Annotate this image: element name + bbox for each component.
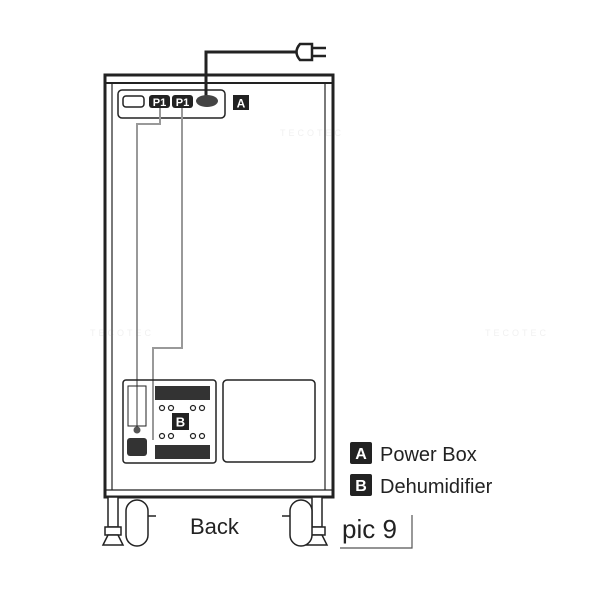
svg-text:TECOTEC: TECOTEC xyxy=(485,328,549,338)
plug-icon xyxy=(295,42,326,62)
svg-text:TECOTEC: TECOTEC xyxy=(280,128,344,138)
legend: A Power Box B Dehumidifier xyxy=(350,442,493,498)
marker-a xyxy=(233,95,249,110)
svg-text:TECOTEC: TECOTEC xyxy=(90,328,154,338)
legend-label-power-box: Power Box xyxy=(380,444,477,466)
view-label: Back xyxy=(190,514,240,539)
watermark: TECOTEC TECOTEC TECOTEC xyxy=(90,128,549,338)
port-label: P1 xyxy=(153,97,166,109)
figure-bracket xyxy=(340,515,413,549)
marker-b xyxy=(172,413,189,430)
cabinet xyxy=(103,73,335,499)
figure-label: pic 9 xyxy=(342,514,397,544)
dehumidifier: B xyxy=(122,379,217,464)
heatsink-bottom xyxy=(155,445,210,459)
wheels xyxy=(101,496,329,547)
legend-key-b xyxy=(350,474,372,496)
connector-icon xyxy=(127,438,147,456)
power-box: P1 P1 A xyxy=(117,89,249,119)
port-label: P1 xyxy=(176,97,189,109)
svg-text:A: A xyxy=(355,446,367,463)
internal-cables xyxy=(136,108,183,440)
power-socket-icon xyxy=(196,95,218,107)
svg-text:B: B xyxy=(355,478,367,495)
svg-text:A: A xyxy=(237,97,246,111)
port-p1 xyxy=(172,95,193,108)
legend-key-a xyxy=(350,442,372,464)
switch xyxy=(122,95,145,108)
heatsink-top xyxy=(155,386,210,400)
port-p1 xyxy=(149,95,170,108)
svg-text:B: B xyxy=(176,415,185,430)
blank-panel xyxy=(222,379,316,463)
legend-label-dehumidifier: Dehumidifier xyxy=(380,476,493,498)
